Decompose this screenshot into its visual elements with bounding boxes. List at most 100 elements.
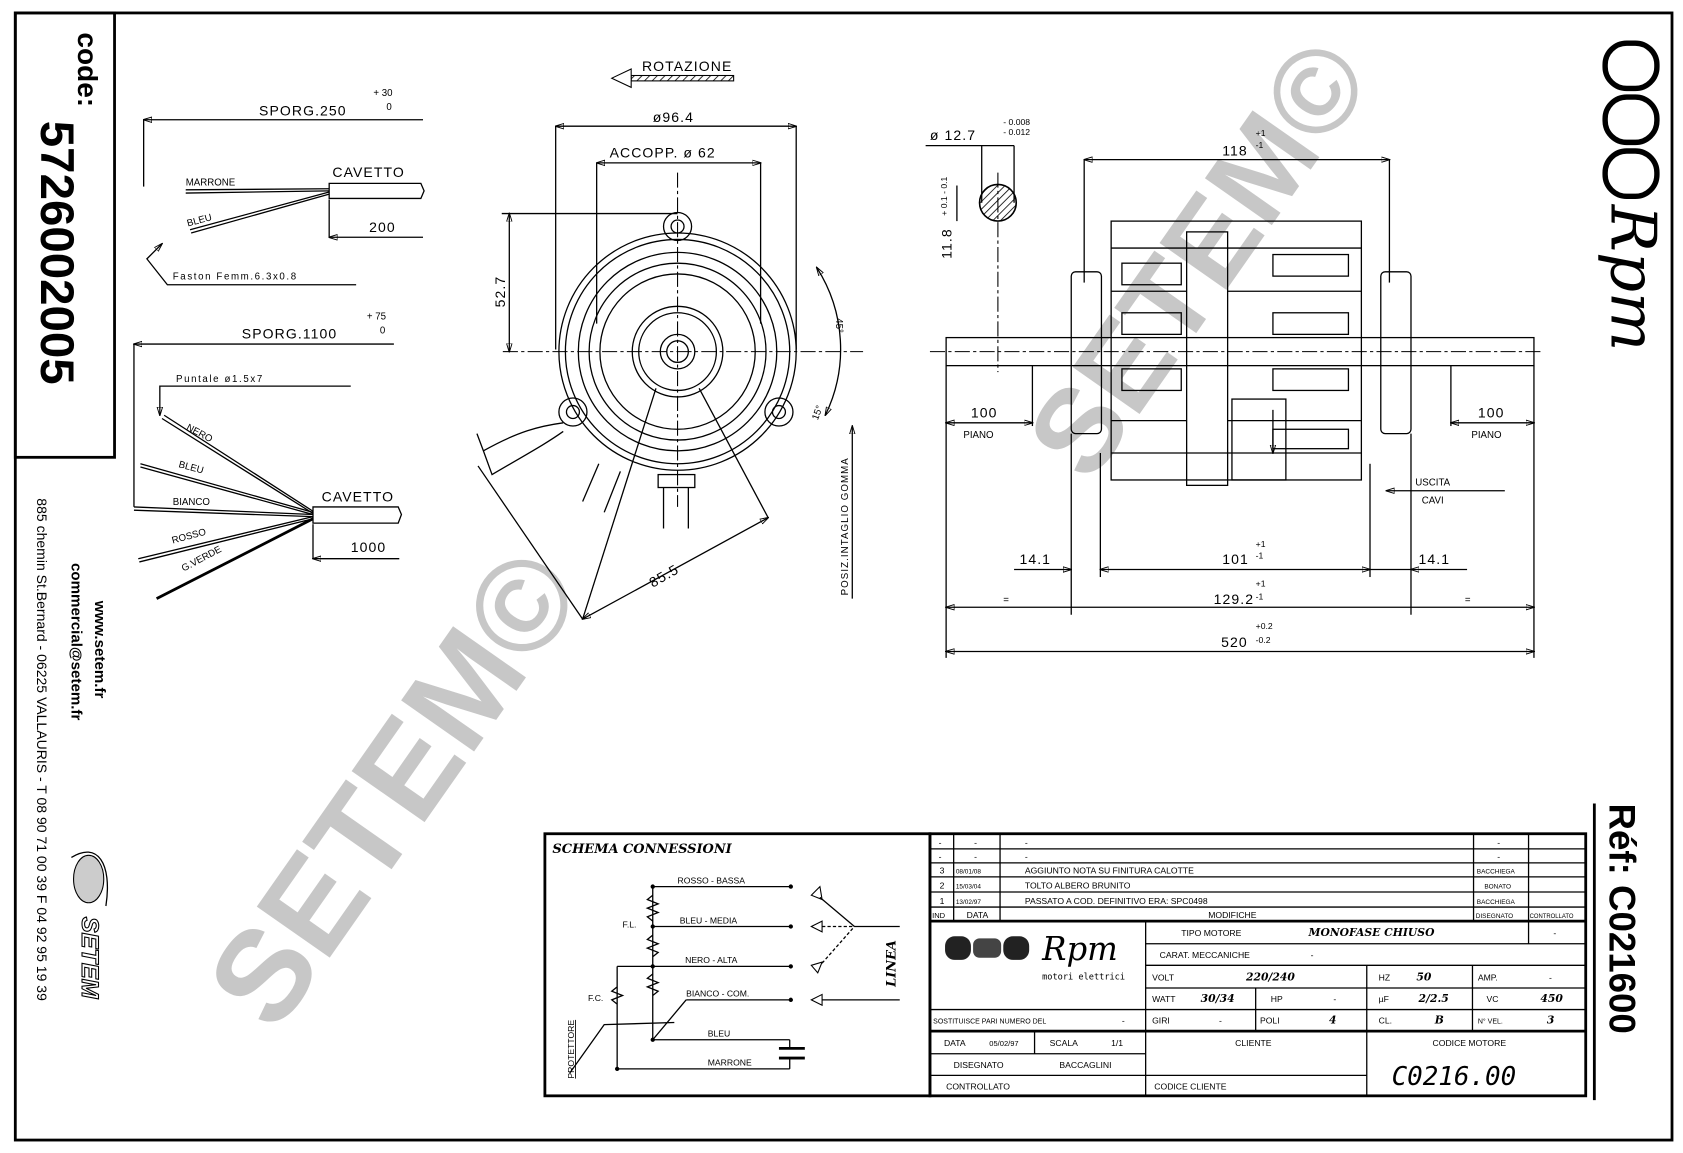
motor-code-value: C0216.00 — [1392, 1062, 1517, 1092]
drawing-frame — [13, 11, 1674, 1142]
cl-label: CL. — [1379, 1016, 1392, 1026]
mount-boss — [558, 397, 588, 427]
cable-length: 1000 — [351, 539, 387, 555]
sporg-1100: SPORG.1100 — [242, 326, 337, 342]
cable-exit-2: CAVI — [1422, 496, 1444, 507]
puntale-label: Puntale ø1.5x7 — [176, 374, 264, 385]
rev-ind: 2 — [940, 881, 945, 891]
dim-520: 520 — [1221, 634, 1248, 650]
revision-row: - - - - — [939, 852, 1501, 862]
rotation-label: ROTAZIONE — [642, 58, 732, 74]
amp-label: AMP. — [1478, 972, 1498, 982]
vel-label: N° VEL. — [1478, 1018, 1503, 1026]
tol-plus: + 30 — [373, 88, 393, 99]
vc-label: VC — [1486, 994, 1498, 1004]
scale-label: SCALA — [1050, 1038, 1078, 1048]
uf-value: 2/2.5 — [1418, 992, 1449, 1005]
tol-p1: +1 — [1256, 579, 1266, 589]
tol-minus: 0 — [386, 102, 392, 113]
website: www.setem.fr — [91, 600, 108, 699]
front-view: ROTAZIONE ø96.4 ACCOPP. ø 62 52.7 — [476, 58, 864, 619]
rev-text: - — [1025, 838, 1028, 848]
header-drawn: DISEGNATO — [1476, 913, 1514, 920]
hp-label: HP — [1271, 994, 1283, 1004]
piano-left: PIANO — [963, 430, 994, 441]
piano-right: PIANO — [1471, 430, 1502, 441]
wiring-5-wire: SPORG.1100 + 75 0 Puntale ø1.5x7 NERO BL… — [134, 311, 403, 600]
cable-label: CAVETTO — [332, 164, 404, 180]
dim-14-1-left: 14.1 — [1019, 551, 1051, 567]
mech-value: - — [1311, 950, 1314, 960]
wire-marrone: MARRONE — [708, 1058, 752, 1068]
wire-g-verde: G.VERDE — [180, 544, 224, 574]
client-label: CLIENTE — [1235, 1038, 1272, 1048]
rev-date: 13/02/97 — [956, 899, 982, 906]
dim-14-1-right: 14.1 — [1419, 551, 1451, 567]
wire-nero-alta: NERO - ALTA — [685, 955, 738, 965]
rev-text: - — [1025, 852, 1028, 862]
rev-date: 08/01/08 — [956, 869, 982, 876]
motor-type-label: TIPO MOTORE — [1181, 928, 1241, 938]
piano-len-left: 100 — [971, 404, 998, 420]
email: commercial@setem.fr — [67, 563, 84, 720]
mount-boss — [662, 211, 693, 242]
flat-11-8: 11.8 — [939, 228, 955, 259]
rev-drawn: BACCHIEGA — [1477, 869, 1516, 876]
coupling-62: ACCOPP. ø 62 — [610, 144, 716, 160]
rev-ind: 3 — [940, 866, 945, 876]
schema-title: SCHEMA CONNESSIONI — [552, 842, 732, 857]
revision-row: 2 15/03/04 TOLTO ALBERO BRUNITO BONATO — [940, 881, 1511, 891]
connection-schema: SCHEMA CONNESSIONI ROSSO - BASSA BLEU - … — [543, 832, 932, 1098]
revision-row: 3 08/01/08 AGGIUNTO NOTA SU FINITURA CAL… — [940, 866, 1516, 876]
rubber-notch-note: POSIZ.INTAGLIO GOMMA — [840, 457, 851, 595]
capacitor-icon — [778, 1039, 805, 1069]
wire-bleu: BLEU — [177, 459, 204, 476]
wire-bianco: BIANCO — [173, 497, 211, 508]
shaft-tol-1: - 0.008 — [1003, 117, 1030, 127]
rev-ind: 1 — [940, 896, 945, 906]
logo-subtitle: motori elettrici — [1042, 972, 1125, 982]
rev-ind: - — [939, 838, 942, 848]
hz-label: HZ — [1379, 972, 1390, 982]
cable-label: CAVETTO — [322, 489, 394, 505]
amp-value: - — [1549, 972, 1552, 982]
header-checked: CONTROLLATO — [1530, 914, 1574, 920]
rev-date: - — [974, 852, 977, 862]
mount-85-5: 85.5 — [646, 561, 681, 591]
poli-label: POLI — [1260, 1016, 1280, 1026]
revision-row: - - - - — [939, 838, 1501, 848]
code-box — [13, 11, 116, 459]
replaces-label: SOSTITUISCE PARI NUMERO DEL — [933, 1019, 1046, 1026]
rpm-brand: Rpm — [1597, 204, 1670, 351]
revision-row: 1 13/02/97 PASSATO A COD. DEFINITIVO ERA… — [940, 896, 1516, 906]
rotation-arrow-icon — [610, 68, 735, 89]
dim-129-2: 129.2 — [1214, 591, 1254, 607]
cl-value: B — [1434, 1014, 1444, 1027]
diameter-96: ø96.4 — [653, 109, 694, 125]
rev-drawn: - — [1497, 838, 1500, 848]
motor-type-extra: - — [1553, 928, 1556, 938]
tol-minus: 0 — [380, 325, 386, 336]
logo-text: Rpm — [1041, 930, 1118, 968]
motor-type-value: MONOFASE CHIUSO — [1308, 926, 1436, 939]
watt-label: WATT — [1152, 994, 1176, 1004]
watermark: SETEM© — [1003, 18, 1396, 500]
tol-p1: +1 — [1256, 128, 1266, 138]
equal-right: = — [1465, 595, 1471, 606]
client-code-label: CODICE CLIENTE — [1154, 1081, 1226, 1091]
cable-exit-1: USCITA — [1415, 477, 1450, 488]
rev-drawn: - — [1497, 852, 1500, 862]
poli-value: 4 — [1329, 1014, 1337, 1027]
rev-date: - — [974, 838, 977, 848]
checked-label: CONTROLLATO — [946, 1081, 1010, 1091]
mount-boss — [764, 397, 794, 427]
wire-bianco-com: BIANCO - COM. — [686, 989, 749, 999]
giri-value: - — [1219, 1016, 1222, 1026]
tol-p1: +1 — [1256, 539, 1266, 549]
rev-text: AGGIUNTO NOTA SU FINITURA CALOTTE — [1025, 866, 1194, 876]
wire-bleu-media: BLEU - MEDIA — [680, 915, 738, 925]
flange-right — [1380, 271, 1412, 435]
tol-m1: -1 — [1256, 140, 1264, 150]
vc-value: 450 — [1540, 992, 1563, 1005]
